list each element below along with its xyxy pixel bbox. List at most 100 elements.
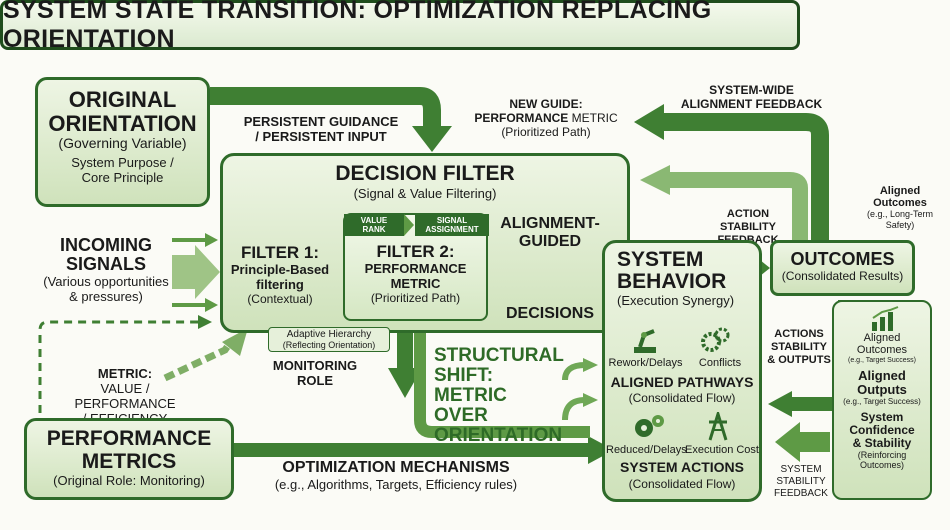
structural-2: SHIFT: bbox=[434, 365, 494, 386]
persistent-guidance-label: PERSISTENT GUIDANCE / PERSISTENT INPUT bbox=[236, 114, 406, 144]
system-wide-2: ALIGNMENT FEEDBACK bbox=[680, 97, 823, 111]
conflicts-label: Conflicts bbox=[698, 357, 742, 369]
performance-metrics-box: PERFORMANCE METRICS (Original Role: Moni… bbox=[24, 418, 234, 500]
aligned-pathways-title: ALIGNED PATHWAYS bbox=[610, 374, 754, 390]
aot-4: Safety) bbox=[885, 220, 915, 230]
new-guide-1: NEW GUIDE: bbox=[509, 97, 583, 111]
perf-metrics-1: PERFORMANCE bbox=[46, 427, 212, 450]
aot-3: (e.g., Long-Term bbox=[866, 209, 934, 219]
arrow-system-stability bbox=[775, 422, 830, 462]
rp-outcomes-2: Outcomes bbox=[856, 344, 908, 356]
adaptive-2: (Reflecting Orientation) bbox=[282, 340, 376, 350]
page-title: SYSTEM STATE TRANSITION: OPTIMIZATION RE… bbox=[3, 0, 712, 53]
system-stability-1: SYSTEM bbox=[780, 464, 822, 475]
incoming-3: (Various opportunities bbox=[43, 274, 169, 289]
arrow-system-wide-head bbox=[634, 104, 664, 140]
value-rank-2: RANK bbox=[362, 225, 386, 234]
exec-cost-label: Execution Cost bbox=[685, 444, 759, 456]
robot-arm-icon bbox=[630, 325, 660, 355]
system-behavior-sub: (Execution Synergy) bbox=[617, 293, 735, 308]
decision-filter-title: DECISION FILTER bbox=[335, 162, 515, 185]
structural-4: ORIENTATION bbox=[434, 425, 563, 446]
gears-icon bbox=[632, 412, 666, 442]
filter2-title: FILTER 2: bbox=[376, 242, 455, 261]
value-rank-arrow bbox=[404, 214, 414, 236]
actions-stability-2: STABILITY bbox=[770, 341, 827, 353]
perf-metrics-2: METRICS bbox=[81, 450, 177, 473]
persistent-guidance-2: / PERSISTENT INPUT bbox=[255, 129, 387, 144]
rp-conf-3: & Stability bbox=[852, 436, 912, 450]
alignment-guided-label: ALIGNMENT- GUIDED bbox=[494, 215, 606, 251]
filter2-box: VALUE RANK SIGNAL ASSIGNMENT FILTER 2: P… bbox=[343, 213, 489, 321]
signal-assignment-2: ASSIGNMENT bbox=[425, 225, 479, 234]
conflict-gears-icon bbox=[700, 325, 730, 355]
system-stability-3: FEEDBACK bbox=[774, 488, 828, 499]
arrow-incoming-big bbox=[172, 245, 220, 299]
orientation-sub: (Governing Variable) bbox=[58, 135, 187, 151]
system-stability-2: STABILITY bbox=[776, 476, 826, 487]
value-rank-tag: VALUE RANK bbox=[344, 214, 404, 236]
arrow-guidance bbox=[210, 87, 441, 128]
system-behavior-2: BEHAVIOR bbox=[617, 270, 727, 293]
value-rank-1: VALUE bbox=[360, 216, 388, 225]
filter1-title: FILTER 1: bbox=[240, 243, 320, 262]
page-title-box: SYSTEM STATE TRANSITION: OPTIMIZATION RE… bbox=[0, 0, 800, 53]
system-actions-title: SYSTEM ACTIONS bbox=[620, 459, 744, 475]
rp-conf-2: Confidence bbox=[849, 423, 915, 437]
aligned-pathways-sub: (Consolidated Flow) bbox=[628, 391, 736, 405]
filter1-line2: Principle-Based bbox=[230, 262, 330, 277]
rp-outcomes-3: (e.g., Target Success) bbox=[848, 357, 916, 364]
orientation-title-1: ORIGINAL bbox=[68, 87, 177, 112]
bar-chart-icon bbox=[870, 306, 900, 332]
system-wide-feedback-label: SYSTEM-WIDE ALIGNMENT FEEDBACK bbox=[664, 83, 839, 111]
outcomes-sub: (Consolidated Results) bbox=[781, 269, 904, 283]
adaptive-hierarchy-badge: Adaptive Hierarchy (Reflecting Orientati… bbox=[268, 327, 390, 352]
rp-conf-1: System bbox=[860, 410, 904, 424]
filter2-line2: PERFORMANCE bbox=[364, 261, 467, 276]
arrow-filter-bend bbox=[414, 330, 590, 438]
structural-1: STRUCTURAL bbox=[434, 345, 564, 366]
new-guide-label: NEW GUIDE: PERFORMANCE METRIC (Prioritiz… bbox=[466, 97, 626, 139]
system-wide-1: SYSTEM-WIDE bbox=[709, 83, 794, 97]
rp-conf-4: (Reinforcing bbox=[857, 450, 907, 460]
filter1-line4: (Contextual) bbox=[247, 292, 313, 306]
action-stability-1: ACTION bbox=[726, 208, 770, 220]
rp-outcomes-1: Aligned bbox=[863, 332, 901, 344]
actions-stability-3: & OUTPUTS bbox=[767, 354, 831, 366]
rp-conf-5: Outcomes) bbox=[859, 460, 904, 470]
monitoring-1: MONITORING bbox=[272, 358, 358, 373]
signal-assignment-1: SIGNAL bbox=[436, 216, 468, 225]
arrow-feedback-mid-head bbox=[640, 165, 670, 195]
perf-metrics-sub: (Original Role: Monitoring) bbox=[53, 473, 205, 488]
aot-1: Aligned bbox=[879, 185, 921, 197]
actions-stability-1: ACTIONS bbox=[774, 328, 824, 340]
dashed-monitor-loop bbox=[38, 320, 200, 455]
decisions-label: DECISIONS bbox=[505, 305, 594, 322]
orientation-desc-1: System Purpose / bbox=[71, 155, 174, 170]
metric-1: METRIC: bbox=[97, 366, 153, 381]
arrow-system-wide bbox=[662, 113, 829, 245]
optimization-label: OPTIMIZATION MECHANISMS (e.g., Algorithm… bbox=[246, 458, 546, 492]
incoming-2: SIGNALS bbox=[65, 254, 146, 274]
rp-outputs-1: Aligned bbox=[858, 368, 906, 383]
alignment-guided-2: GUIDED bbox=[518, 233, 582, 250]
rp-outputs-3: (e.g., Target Success) bbox=[843, 397, 921, 406]
decision-filter-sub: (Signal & Value Filtering) bbox=[353, 186, 497, 201]
orientation-desc-2: Core Principle bbox=[81, 170, 164, 185]
new-guide-2a: PERFORMANCE bbox=[474, 111, 569, 125]
persistent-guidance-1: PERSISTENT GUIDANCE bbox=[243, 114, 399, 129]
monitoring-2: ROLE bbox=[296, 373, 334, 388]
system-actions-sub: (Consolidated Flow) bbox=[628, 477, 736, 491]
orientation-title-2: ORIENTATION bbox=[48, 111, 197, 136]
system-stability-label: SYSTEM STABILITY FEEDBACK bbox=[770, 464, 832, 500]
right-panel: Aligned Outcomes (e.g., Target Success) … bbox=[832, 300, 932, 500]
monitoring-role-label: MONITORING ROLE bbox=[270, 358, 360, 388]
arrow-guidance-head bbox=[412, 126, 452, 152]
aligned-outcomes-top-label: Aligned Outcomes (e.g., Long-Term Safety… bbox=[855, 185, 945, 231]
incoming-signals-label: INCOMING SIGNALS (Various opportunities … bbox=[36, 236, 176, 305]
optimization-sub: (e.g., Algorithms, Targets, Efficiency r… bbox=[274, 477, 518, 492]
dashed-metric-arrow bbox=[163, 337, 235, 382]
arrow-shift-2 bbox=[562, 397, 586, 421]
structural-shift-label: STRUCTURAL SHIFT: METRIC OVER ORIENTATIO… bbox=[434, 346, 564, 446]
system-behavior-box: SYSTEM BEHAVIOR (Execution Synergy) bbox=[602, 240, 762, 502]
